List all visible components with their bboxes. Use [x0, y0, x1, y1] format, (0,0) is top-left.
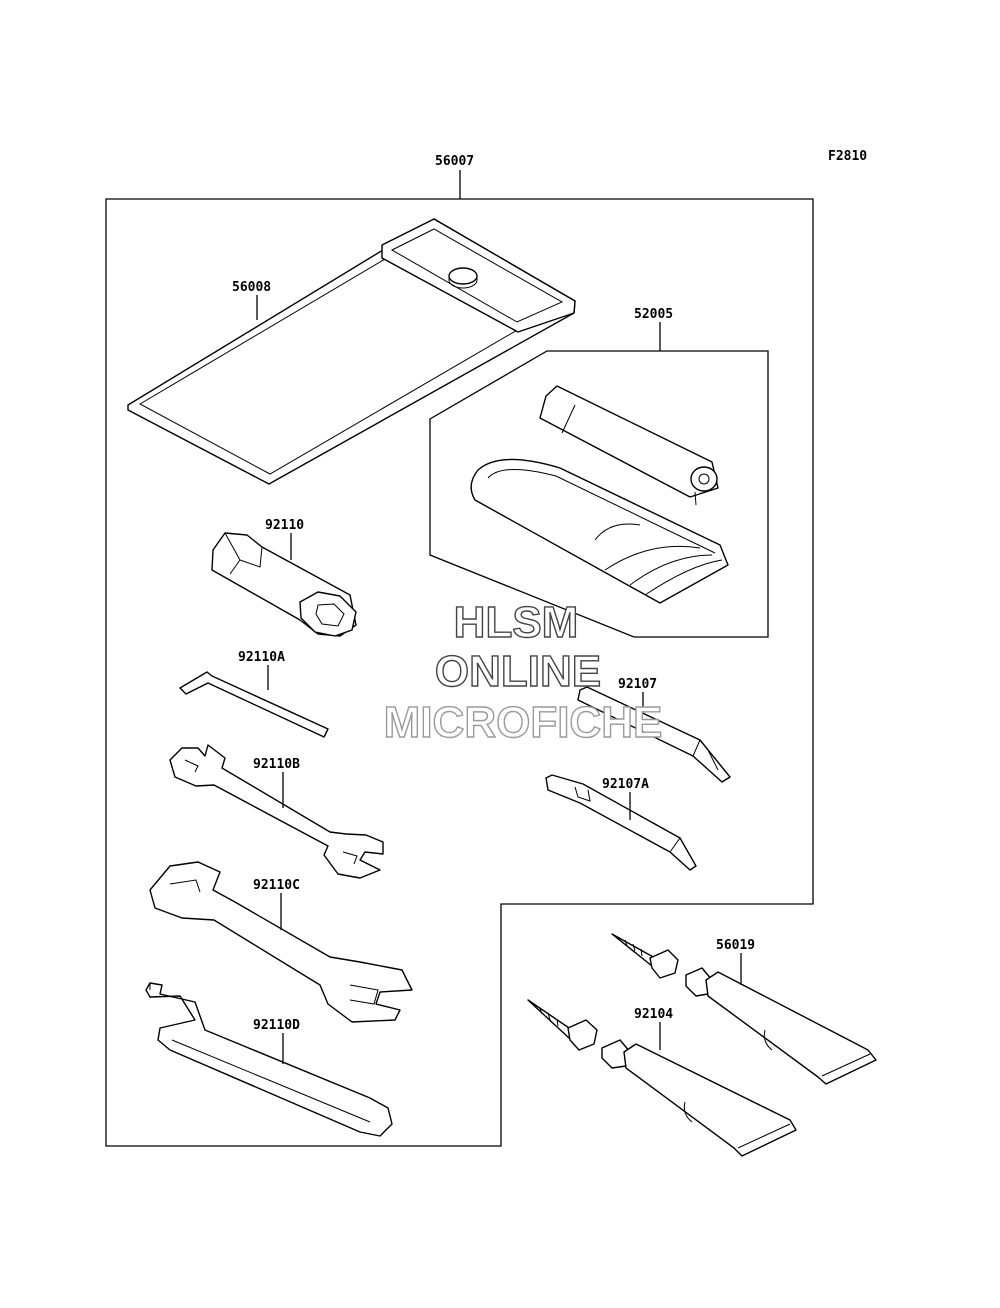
- part-label-92110[interactable]: 92110: [265, 518, 304, 533]
- part-label-92107A[interactable]: 92107A: [602, 777, 649, 792]
- part-label-92110D[interactable]: 92110D: [253, 1018, 300, 1033]
- open-end-wrench-92110B[interactable]: [169, 744, 384, 879]
- part-label-92110A[interactable]: 92110A: [238, 650, 285, 665]
- part-label-92104[interactable]: 92104: [634, 1007, 673, 1022]
- part-label-92110B[interactable]: 92110B: [253, 757, 300, 772]
- grease-tube-92104[interactable]: [527, 999, 797, 1157]
- kit-outline: [105, 198, 814, 1147]
- watermark-line-1: HLSM: [454, 598, 579, 647]
- tire-repair-tube[interactable]: [539, 385, 719, 506]
- watermark-line-3: MICROFICHE: [384, 698, 663, 747]
- plug-wrench-92110[interactable]: [211, 532, 357, 637]
- part-label-52005[interactable]: 52005: [634, 307, 673, 322]
- tire-repair-bag[interactable]: [470, 458, 729, 604]
- watermark: HLSM ONLINE MICROFICHE: [383, 597, 663, 747]
- tool-pouch-56008[interactable]: [127, 218, 576, 485]
- hook-spanner-92110D[interactable]: [145, 982, 393, 1137]
- screwdriver-92107A[interactable]: [545, 774, 697, 871]
- part-label-92110C[interactable]: 92110C: [253, 878, 300, 893]
- part-label-56019[interactable]: 56019: [716, 938, 755, 953]
- part-label-92107[interactable]: 92107: [618, 677, 657, 692]
- part-label-56008[interactable]: 56008: [232, 280, 271, 295]
- part-label-56007[interactable]: 56007: [435, 154, 474, 169]
- open-end-wrench-92110C[interactable]: [149, 861, 413, 1023]
- hex-key-92110A[interactable]: [179, 671, 329, 738]
- grease-tube-56019[interactable]: [611, 933, 877, 1085]
- screwdriver-92107[interactable]: [577, 686, 731, 783]
- repair-kit-box-52005: [429, 350, 769, 638]
- watermark-line-2: ONLINE: [435, 647, 601, 696]
- figure-code: F2810: [828, 149, 867, 164]
